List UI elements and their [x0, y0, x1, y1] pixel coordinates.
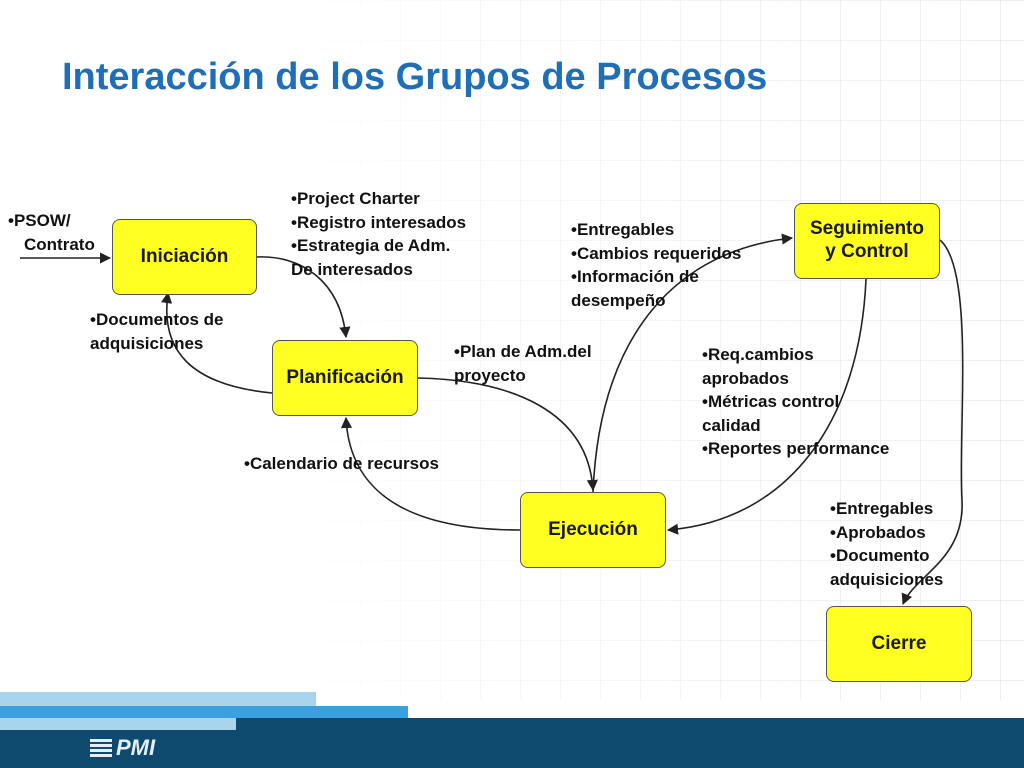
note-line: calidad	[702, 415, 761, 435]
note-line: •Cambios requeridos	[571, 243, 742, 263]
arrow-seguimiento-to-ejecucion	[666, 278, 867, 535]
arrow-planificacion-to-iniciacion	[161, 291, 273, 394]
note-line: •Estrategia de Adm.	[291, 236, 451, 255]
note-line: •Documentos de	[90, 310, 224, 329]
box-planificacion-label: Planificación	[286, 366, 404, 388]
arrow-planificacion-to-ejecucion	[417, 377, 598, 492]
box-cierre: Cierre	[826, 606, 972, 682]
background-grid	[0, 0, 1024, 700]
page-title: Interacción de los Grupos de Procesos	[62, 56, 768, 98]
note-calendario-recursos: •Calendario de recursos	[244, 452, 439, 476]
note-documentos-adquisiciones: •Documentos de adquisiciones	[90, 308, 223, 355]
note-req-cambios: •Req.cambios aprobados •Métricas control…	[702, 343, 889, 461]
pmi-logo-icon	[90, 739, 112, 757]
note-line: aprobados	[702, 368, 789, 388]
note-entregables-cambios: •Entregables •Cambios requeridos •Inform…	[571, 218, 741, 312]
note-line: •PSOW/	[8, 211, 71, 230]
note-line: adquisiciones	[830, 569, 944, 589]
pmi-logo-text: PMI	[116, 735, 156, 760]
note-entregables-aprobados: •Entregables •Aprobados •Documento adqui…	[830, 497, 943, 591]
footer-band-dark-left	[0, 730, 236, 768]
note-plan-adm: •Plan de Adm.del proyecto	[454, 340, 592, 387]
note-line: desempeño	[571, 290, 666, 310]
box-ejecucion: Ejecución	[520, 492, 666, 568]
note-line: •Plan de Adm.del	[454, 342, 592, 361]
note-line: •Registro interesados	[291, 212, 467, 232]
arrow-ejecucion-to-seguimiento	[592, 233, 794, 493]
note-line: •Entregables	[830, 499, 934, 518]
box-seguimiento-label: Seguimiento y Control	[809, 218, 924, 262]
box-seguimiento-control: Seguimiento y Control	[794, 203, 940, 279]
note-project-charter: •Project Charter •Registro interesados •…	[291, 187, 466, 281]
note-line: proyecto	[454, 365, 526, 385]
note-line: •Documento	[830, 546, 930, 565]
box-planificacion: Planificación	[272, 340, 418, 416]
note-line: •Información de	[571, 267, 699, 286]
footer-band-dark	[236, 718, 1024, 768]
note-line: •Calendario de recursos	[244, 454, 439, 473]
box-iniciacion: Iniciación	[112, 219, 257, 295]
note-line: •Aprobados	[830, 522, 926, 542]
box-iniciacion-label: Iniciación	[140, 245, 229, 267]
footer-band-pale	[0, 692, 316, 706]
arrow-seguimiento-to-cierre	[901, 239, 964, 606]
note-line: •Reportes performance	[702, 439, 890, 458]
note-line: Contrato	[24, 234, 95, 254]
note-line: •Req.cambios	[702, 345, 814, 364]
footer-band-light	[0, 706, 408, 718]
arrow-ejecucion-to-planificacion	[340, 416, 521, 531]
note-line: De interesados	[291, 259, 413, 279]
note-line: •Entregables	[571, 220, 675, 239]
note-line: •Métricas control	[702, 392, 840, 411]
box-ejecucion-label: Ejecución	[548, 518, 638, 540]
footer-band-pale-2	[0, 718, 236, 730]
note-line: adquisiciones	[90, 333, 204, 353]
box-cierre-label: Cierre	[871, 632, 927, 654]
arrow-iniciacion-to-planificacion	[256, 256, 351, 339]
note-line: •Project Charter	[291, 189, 420, 208]
note-psow: •PSOW/ Contrato	[8, 209, 95, 256]
pmi-logo: PMI	[90, 735, 156, 760]
